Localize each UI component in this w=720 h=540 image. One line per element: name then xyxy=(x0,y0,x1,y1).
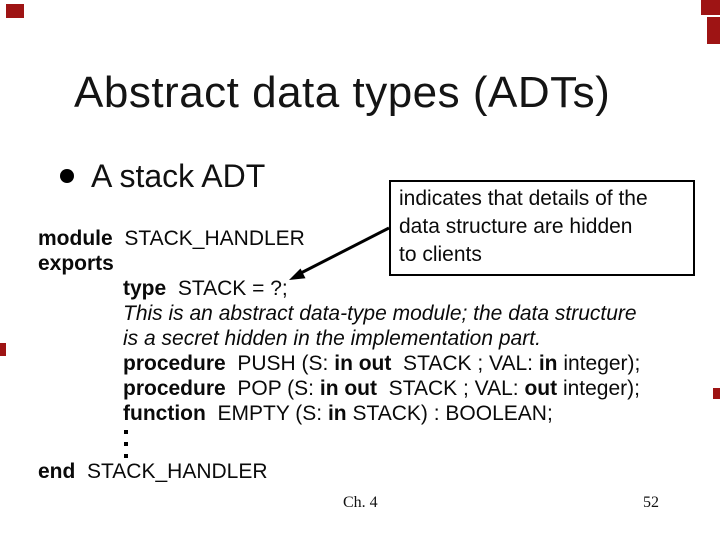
code-line: is a secret hidden in the implementation… xyxy=(38,326,640,351)
footer-chapter: Ch. 4 xyxy=(343,494,378,511)
code-segment: exports xyxy=(38,252,114,275)
code-segment: STACK_HANDLER xyxy=(75,460,268,483)
code-segment: out xyxy=(524,377,558,400)
code-segment: integer); xyxy=(557,377,640,400)
ellipsis-dot xyxy=(124,442,128,446)
bullet-icon xyxy=(60,169,74,183)
ellipsis-dot xyxy=(124,430,128,434)
slide-title: Abstract data types (ADTs) xyxy=(74,68,611,117)
border-fragment-top-right xyxy=(701,0,720,15)
code-line: This is an abstract data-type module; th… xyxy=(38,301,640,326)
code-segment: PUSH (S: xyxy=(225,352,335,375)
code-segment: STACK ; VAL: xyxy=(391,352,539,375)
code-line: module STACK_HANDLER xyxy=(38,226,640,251)
border-fragment-top-right-lower xyxy=(707,17,720,44)
code-line: type STACK = ?; xyxy=(38,276,640,301)
callout-line: data structure are hidden xyxy=(399,215,633,238)
code-segment: in out xyxy=(334,352,392,375)
code-segment: in out xyxy=(319,377,378,400)
code-line: exports xyxy=(38,251,640,276)
code-segment: STACK_HANDLER xyxy=(112,227,305,250)
code-segment: POP (S: xyxy=(225,377,320,400)
code-segment: procedure xyxy=(123,352,226,375)
ellipsis-dot xyxy=(124,454,128,458)
code-segment: This is an abstract data-type module; th… xyxy=(123,302,637,325)
code-line: function EMPTY (S: in STACK) : BOOLEAN; xyxy=(38,401,640,426)
code-segment: end xyxy=(38,460,76,483)
bullet-item: A stack ADT xyxy=(60,158,265,194)
code-line: procedure POP (S: in out STACK ; VAL: ou… xyxy=(38,376,640,401)
callout-box: indicates that details of the data struc… xyxy=(389,180,695,276)
callout-line: indicates that details of the xyxy=(399,187,648,210)
border-fragment-top-left xyxy=(6,4,24,18)
code-segment: integer); xyxy=(557,352,641,375)
code-line: procedure PUSH (S: in out STACK ; VAL: i… xyxy=(38,351,640,376)
code-segment: is a secret hidden in the implementation… xyxy=(123,327,541,350)
code-segment: procedure xyxy=(123,377,226,400)
code-segment: STACK) : BOOLEAN; xyxy=(346,402,553,425)
code-segment: module xyxy=(38,227,113,250)
code-segment: STACK ; VAL: xyxy=(377,377,525,400)
bullet-text: A stack ADT xyxy=(91,158,266,194)
code-segment: type xyxy=(123,277,167,300)
code-ellipsis xyxy=(38,426,640,459)
code-segment: in xyxy=(327,402,347,425)
callout-line: to clients xyxy=(399,243,482,266)
footer-page-number: 52 xyxy=(643,494,659,511)
code-line: end STACK_HANDLER xyxy=(38,459,640,484)
code-segment: function xyxy=(123,402,206,425)
border-fragment-left-edge xyxy=(0,343,6,356)
code-segment: in xyxy=(538,352,558,375)
code-segment: STACK = ?; xyxy=(166,277,288,300)
border-fragment-right-edge xyxy=(713,388,720,399)
code-segment: EMPTY (S: xyxy=(205,402,328,425)
